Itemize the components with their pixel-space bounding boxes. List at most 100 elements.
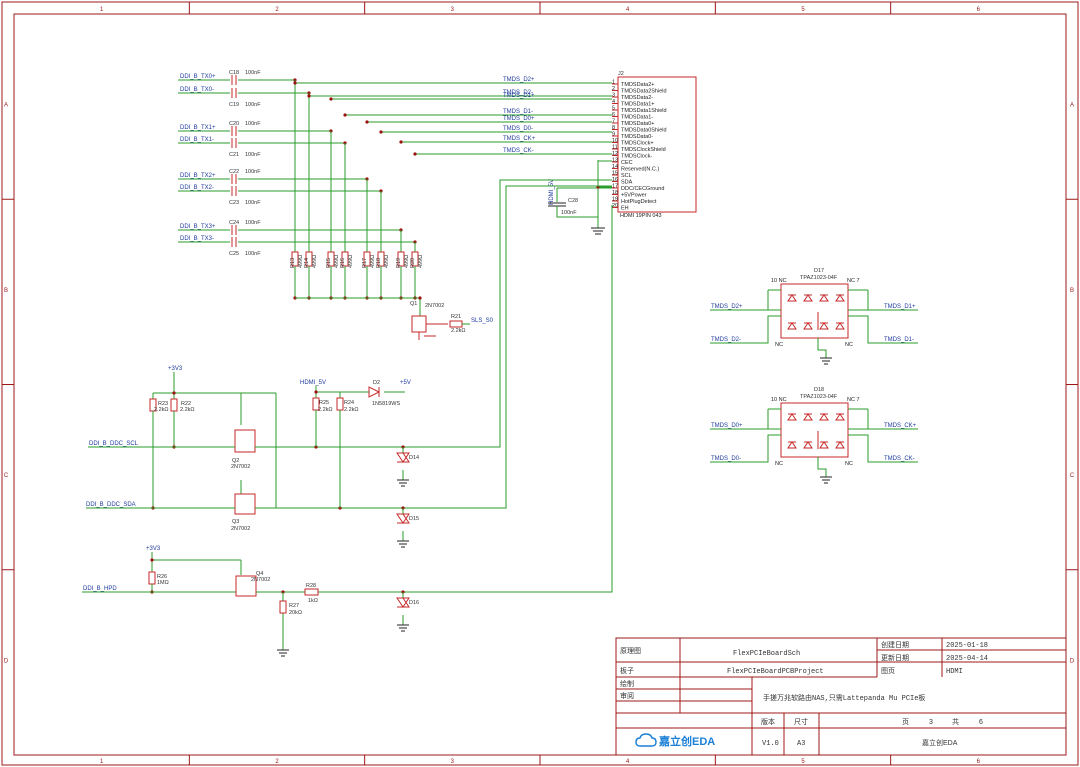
tmds-net-label: TMDS_CK+ — [503, 136, 536, 142]
frame-row-label: D — [1070, 658, 1075, 664]
r28-value: 1kΩ — [308, 598, 318, 604]
j2-pin-label: TMDSData1+ — [621, 102, 654, 108]
j2-pin-label: TMDSData0Shield — [621, 128, 667, 134]
pd-value: 499Ω — [334, 255, 340, 268]
j2-pin-number: 9 — [612, 132, 615, 138]
input-net-label: DDI_B_TX2- — [180, 185, 214, 191]
input-net-label: DDI_B_TX2+ — [180, 173, 216, 179]
frame-row-label: D — [4, 658, 9, 664]
frame-row-label: B — [4, 288, 8, 294]
input-net-label: DDI_B_TX3+ — [180, 224, 216, 230]
pd-value: 499Ω — [370, 255, 376, 268]
j2-pin-label: SCL — [621, 173, 632, 179]
tmds-net-label: TMDS_D0- — [503, 126, 533, 132]
frame-col-label: 6 — [977, 7, 981, 13]
r23-value: 2.2kΩ — [154, 407, 169, 413]
plus5v-label: +5V — [400, 380, 411, 386]
esd-ref: D17 — [814, 268, 824, 274]
cloud-logo-icon — [635, 733, 657, 747]
cap-value: 100nF — [245, 220, 261, 226]
tb-company: 嘉立创EDA — [922, 738, 958, 747]
q4-part: 2N7002 — [251, 577, 270, 583]
tmds-net-label: TMDS_D0+ — [503, 116, 535, 122]
tb-board-label: 板子 — [620, 666, 634, 675]
cap-value: 100nF — [245, 152, 261, 158]
j2-pin-number: 20 — [612, 203, 618, 209]
c28-value: 100nF — [561, 210, 577, 216]
esd-pin-nc: NC — [775, 342, 783, 348]
cap-value: 100nF — [245, 70, 261, 76]
esd-array-d17[interactable]: D17TPAZ1023-04FTMDS_D2+TMDS_D2-TMDS_D1+T… — [710, 268, 918, 365]
j2-pin-number: 13 — [612, 158, 618, 164]
esd-pin-nc: 10 NC — [771, 397, 787, 403]
cap-value: 100nF — [245, 169, 261, 175]
q3-ref: Q3 — [232, 519, 239, 525]
frame-col-label: 5 — [801, 7, 805, 13]
j2-pin-label: TMDSData2- — [621, 95, 653, 101]
esd-part: TPAZ1023-04F — [800, 394, 838, 400]
frame-col-label: 3 — [451, 7, 455, 13]
tb-total: 6 — [979, 719, 983, 726]
capacitor-c24[interactable]: DDI_B_TX3+ C24 100nF — [178, 220, 403, 235]
frame-row-label: B — [1070, 288, 1074, 294]
tmds-net: TMDS_D2+ — [293, 77, 612, 85]
j2-pin-label: TMDSClockShield — [621, 147, 666, 153]
hpd-net: DDI_B_HPD — [83, 586, 117, 592]
j2-pin-number: 17 — [612, 184, 618, 190]
d15-ref: D15 — [409, 516, 419, 522]
cap-value: 100nF — [245, 251, 261, 257]
r26-value: 1MΩ — [157, 580, 169, 586]
esd-array-d18[interactable]: D18TPAZ1023-04FTMDS_D0+TMDS_D0-TMDS_CK+T… — [710, 387, 918, 484]
j2-ref: J2 — [618, 71, 624, 77]
esd-net-left-top: TMDS_D0+ — [711, 423, 743, 429]
tb-review-label: 审阅 — [620, 691, 634, 700]
j2-pin-number: 16 — [612, 177, 618, 183]
r21-value: 2.2kΩ — [451, 328, 466, 334]
capacitor-c28[interactable]: HDMI_5V C28 100nF — [548, 160, 612, 235]
tmds-net: TMDS_CK- — [413, 148, 612, 156]
q1-sleep-switch[interactable]: Q1 2N7002 R21 2.2kΩ SLS_S0 — [295, 296, 494, 340]
cap-value: 100nF — [245, 121, 261, 127]
j2-pin-number: 1 — [612, 80, 615, 86]
tb-page-no: 3 — [929, 719, 933, 726]
esd-ref: D18 — [814, 387, 824, 393]
cap-ref: C19 — [229, 102, 239, 108]
cap-ref: C24 — [229, 220, 239, 226]
ddc-level-shifter[interactable]: +3V3 R23 2.2kΩ R22 2.2kΩ Q2 2N7002 Q3 2N… — [86, 179, 612, 548]
hdmi5v-label: HDMI_5V — [300, 380, 326, 386]
slp-s0-net: SLS_S0 — [471, 318, 494, 324]
j2-pin-label: TMDSClock- — [621, 154, 652, 160]
hdmi-connector-j2[interactable]: J2 TMDSData2+1TMDSData2Shield2TMDSData2-… — [612, 71, 697, 219]
c28-ref: C28 — [568, 198, 578, 204]
r24-ref: R24 — [344, 400, 354, 406]
frame-col-label: 4 — [626, 7, 630, 13]
hpd-circuit[interactable]: +3V3 R26 1MΩ DDI_B_HPD Q4 2N7002 R28 1kΩ… — [82, 205, 613, 657]
tb-schematic: FlexPCIeBoardSch — [733, 650, 800, 658]
tb-board: FlexPCIeBoardPCBProject — [727, 668, 824, 676]
j2-pin-number: 6 — [612, 112, 615, 118]
ddc-supply: +3V3 — [168, 366, 183, 372]
j2-pin-number: 5 — [612, 106, 615, 112]
esd-pin-nc: NC — [845, 461, 853, 467]
esd-net-right-bottom: TMDS_CK- — [884, 456, 915, 462]
pd-ref: R14 — [304, 258, 310, 268]
esd-pin-nc: NC 7 — [847, 397, 860, 403]
j2-pin-label: TMDSData2Shield — [621, 89, 667, 95]
tb-updated: 2025-04-14 — [946, 655, 988, 663]
